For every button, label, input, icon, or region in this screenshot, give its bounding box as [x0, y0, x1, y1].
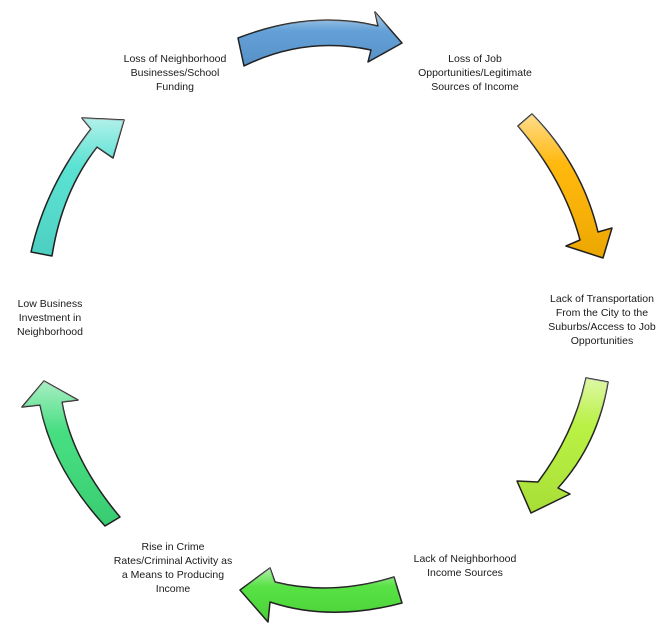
- arrow-edge-1: [517, 113, 613, 259]
- label-line: Lack of Neighborhood: [413, 553, 517, 565]
- label-line: a Means to Producing: [121, 569, 225, 581]
- node-label-lack-of-neighborhood-income: Lack of Neighborhood Income Sources: [395, 552, 535, 580]
- node-label-loss-of-neighborhood-businesses: Loss of Neighborhood Businesses/School F…: [105, 52, 245, 94]
- node-label-lack-of-transportation: Lack of Transportation From the City to …: [537, 292, 667, 348]
- node-label-low-business-investment: Low Business Investment in Neighborhood: [0, 297, 100, 339]
- label-line: Income Sources: [427, 567, 503, 579]
- label-line: Sources of Income: [431, 81, 519, 93]
- arrow-edge-0: [237, 11, 403, 67]
- label-line: Rise in Crime: [141, 541, 205, 553]
- label-line: Businesses/School: [130, 67, 220, 79]
- label-line: Funding: [156, 81, 194, 93]
- label-line: Investment in: [18, 312, 82, 324]
- arrow-edge-3: [239, 567, 403, 623]
- label-line: Lack of Transportation: [550, 293, 654, 305]
- label-line: Neighborhood: [17, 326, 83, 338]
- label-line: Rates/Criminal Activity as: [113, 555, 233, 567]
- label-line: Suburbs/Access to Job: [548, 321, 656, 333]
- label-line: From the City to the: [555, 307, 649, 319]
- arrow-edge-5: [30, 117, 125, 257]
- arrow-edge-2: [516, 377, 609, 514]
- label-line: Opportunities/Legitimate: [418, 67, 532, 79]
- node-label-rise-in-crime: Rise in Crime Rates/Criminal Activity as…: [98, 540, 248, 596]
- node-label-loss-of-job-opportunities: Loss of Job Opportunities/Legitimate Sou…: [400, 52, 550, 94]
- label-line: Low Business: [17, 298, 83, 310]
- arrow-edge-4: [21, 380, 121, 527]
- label-line: Loss of Job: [448, 53, 502, 65]
- label-line: Income: [155, 583, 191, 595]
- label-line: Opportunities: [570, 335, 634, 347]
- label-line: Loss of Neighborhood: [123, 53, 227, 65]
